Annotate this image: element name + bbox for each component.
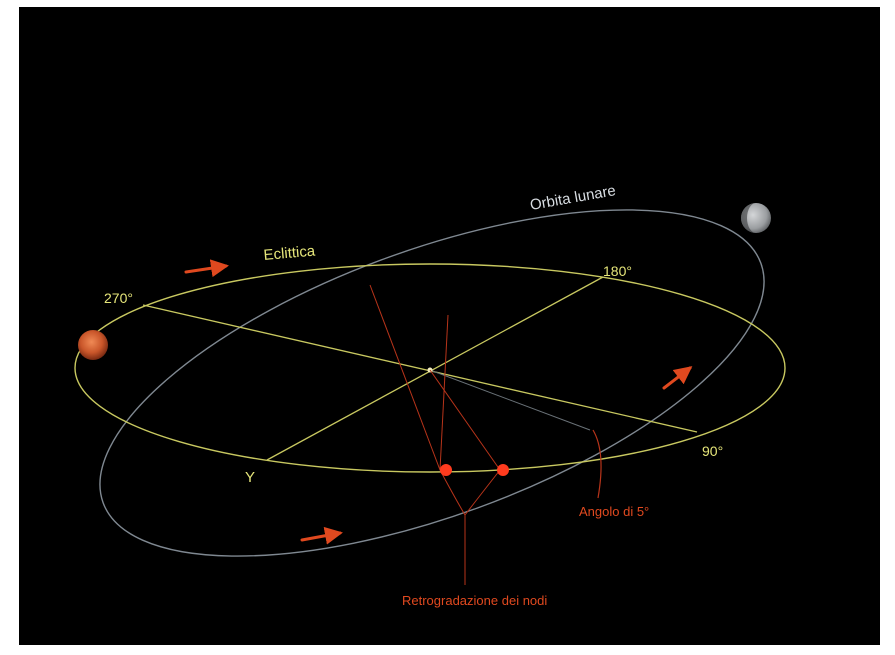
- node-marker-2: [497, 464, 509, 476]
- ecliptic-ellipse: [74, 263, 786, 473]
- angle-label: Angolo di 5°: [579, 504, 649, 519]
- axis-aries-180: [266, 276, 604, 461]
- node-regression-label: Retrogradazione dei nodi: [402, 593, 547, 608]
- degree-180-label: 180°: [603, 263, 632, 279]
- degree-90-label: 90°: [702, 443, 723, 459]
- arrow-bottom-icon: [300, 526, 343, 545]
- line-of-nodes: [429, 369, 591, 431]
- ecliptic-label: Eclittica: [263, 242, 317, 263]
- moon-icon: [741, 203, 771, 233]
- motion-arrows: [184, 259, 693, 545]
- aries-label: Y: [245, 469, 255, 486]
- degree-270-label: 270°: [104, 290, 133, 306]
- moon-shadow: [741, 203, 756, 233]
- space-background: [19, 7, 880, 645]
- arrow-right-icon: [662, 366, 693, 390]
- sun-icon: [78, 330, 108, 360]
- node-marker-1: [440, 464, 452, 476]
- lunar-orbit-ellipse: [99, 209, 765, 557]
- arrow-top-icon: [184, 259, 229, 278]
- angle-arc: [592, 429, 602, 499]
- axis-270-90: [142, 304, 698, 433]
